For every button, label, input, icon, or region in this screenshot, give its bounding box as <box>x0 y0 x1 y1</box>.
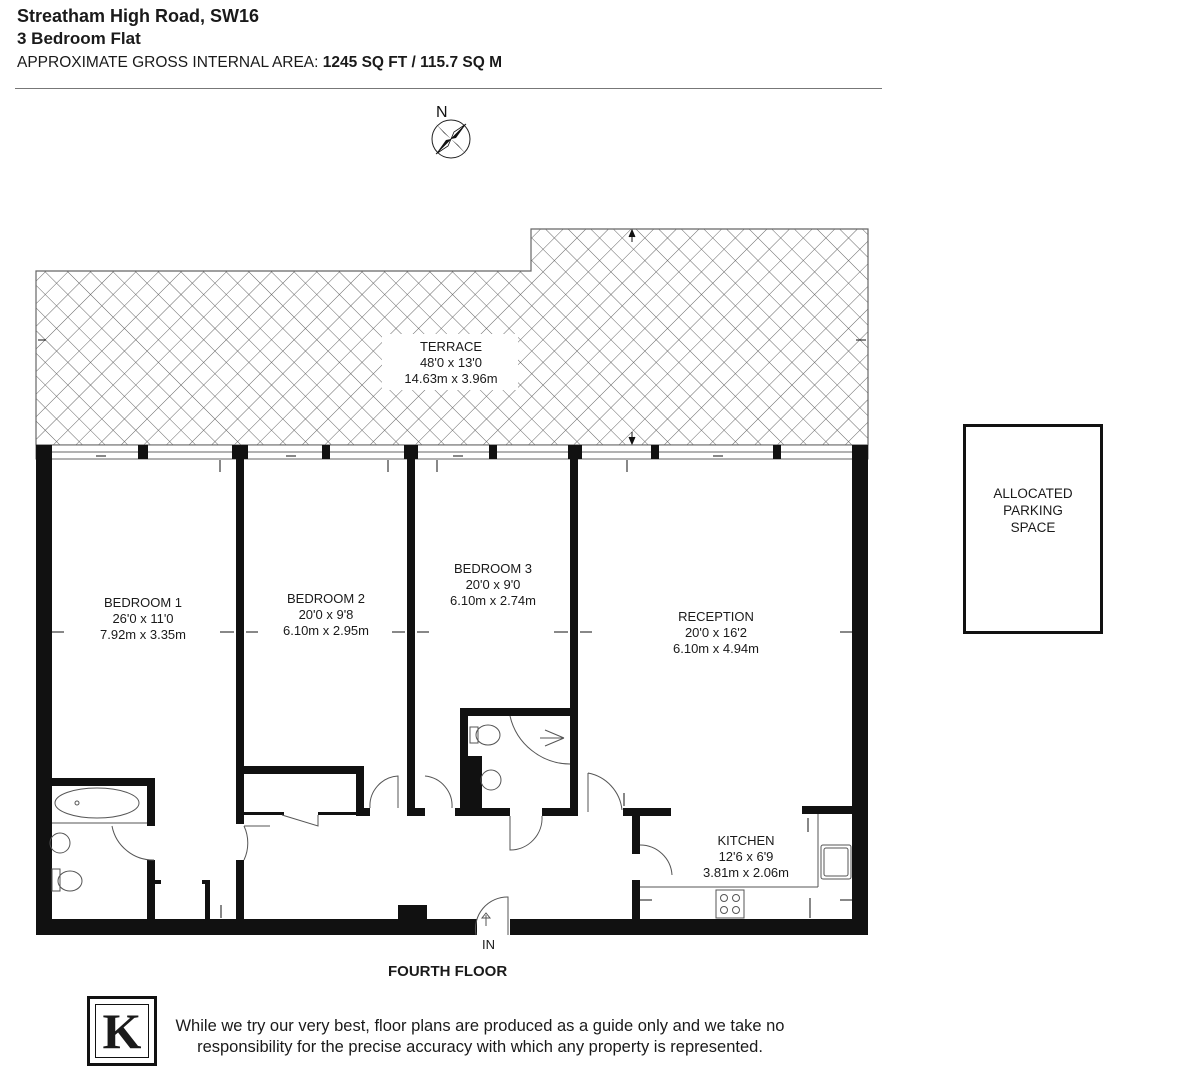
bedroom3-imperial: 20'0 x 9'0 <box>466 577 521 592</box>
kitchen-sink-icon <box>820 844 852 880</box>
dimension-arrows <box>52 455 852 918</box>
terrace-metric: 14.63m x 3.96m <box>404 371 497 386</box>
window-strip <box>35 444 869 460</box>
room-bedroom-2: BEDROOM 2 20'0 x 9'8 6.10m x 2.95m <box>283 591 369 638</box>
entrance-label: IN <box>482 937 495 952</box>
floor-label: FOURTH FLOOR <box>388 963 508 980</box>
toilet-icon <box>57 870 83 892</box>
kitchen-name: KITCHEN <box>717 833 774 848</box>
reception-imperial: 20'0 x 16'2 <box>685 625 747 640</box>
parking-line-1: ALLOCATED <box>993 485 1073 501</box>
room-reception: RECEPTION 20'0 x 16'2 6.10m x 4.94m <box>673 609 759 656</box>
bedroom2-metric: 6.10m x 2.95m <box>283 623 369 638</box>
bedroom1-metric: 7.92m x 3.35m <box>100 627 186 642</box>
gross-area: APPROXIMATE GROSS INTERNAL AREA: 1245 SQ… <box>17 50 502 76</box>
fixtures <box>49 715 852 919</box>
property-subtitle: 3 Bedroom Flat <box>17 29 141 48</box>
logo-letter: K <box>95 1004 149 1058</box>
bedroom1-imperial: 26'0 x 11'0 <box>112 611 173 626</box>
header: Streatham High Road, SW16 3 Bedroom Flat… <box>17 4 502 76</box>
agency-logo: K <box>87 996 157 1066</box>
reception-metric: 6.10m x 4.94m <box>673 641 759 656</box>
hob-icon <box>715 889 745 919</box>
bedroom3-name: BEDROOM 3 <box>454 561 532 576</box>
area-label: APPROXIMATE GROSS INTERNAL AREA: <box>17 54 319 71</box>
bedroom2-name: BEDROOM 2 <box>287 591 365 606</box>
header-divider <box>15 88 882 89</box>
shower-icon <box>509 715 571 765</box>
room-bedroom-3: BEDROOM 3 20'0 x 9'0 6.10m x 2.74m <box>450 561 536 608</box>
parking-line-3: SPACE <box>1010 519 1056 535</box>
allocated-parking-space: ALLOCATED PARKING SPACE <box>963 424 1103 634</box>
kitchen-imperial: 12'6 x 6'9 <box>719 849 774 864</box>
ensuite-toilet-icon <box>475 724 501 746</box>
walls <box>36 445 868 935</box>
washbasin-icon <box>49 832 71 854</box>
bedroom1-name: BEDROOM 1 <box>104 595 182 610</box>
kitchen-metric: 3.81m x 2.06m <box>703 865 789 880</box>
property-title: Streatham High Road, SW16 <box>17 6 260 26</box>
parking-label: ALLOCATED PARKING SPACE <box>993 485 1072 536</box>
terrace-imperial: 48'0 x 13'0 <box>420 355 482 370</box>
room-kitchen: KITCHEN 12'6 x 6'9 3.81m x 2.06m <box>703 833 789 880</box>
bedroom3-metric: 6.10m x 2.74m <box>450 593 536 608</box>
bedroom2-imperial: 20'0 x 9'8 <box>299 607 354 622</box>
disclaimer-text: While we try our very best, floor plans … <box>175 1017 785 1056</box>
doors <box>111 772 673 936</box>
room-bedroom-1: BEDROOM 1 26'0 x 11'0 7.92m x 3.35m <box>100 595 186 642</box>
compass-north-label: N <box>436 104 448 121</box>
ensuite-basin-icon <box>480 769 502 791</box>
compass-icon: N <box>431 104 471 159</box>
bath-icon <box>54 787 140 819</box>
area-value: 1245 SQ FT / 115.7 SQ M <box>322 54 502 71</box>
parking-line-2: PARKING <box>1003 502 1063 518</box>
reception-name: RECEPTION <box>678 609 754 624</box>
terrace-name: TERRACE <box>420 339 482 354</box>
terrace: TERRACE 48'0 x 13'0 14.63m x 3.96m <box>35 228 869 446</box>
